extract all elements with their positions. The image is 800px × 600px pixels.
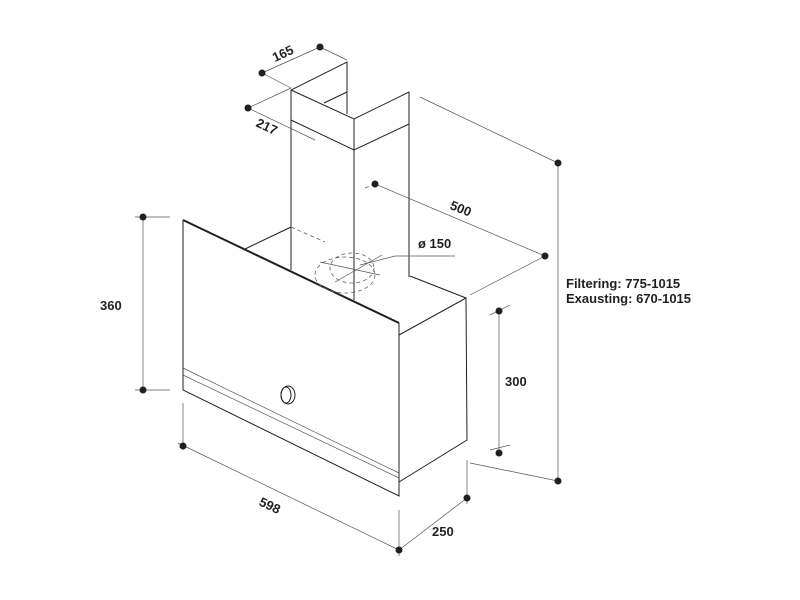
dim-360-label: 360 [100, 298, 122, 313]
outlet-circle [314, 252, 455, 294]
dim-250-label: 250 [432, 524, 454, 539]
dimension-lines [135, 46, 559, 556]
chimney [290, 61, 410, 300]
dim-300-label: 300 [505, 374, 527, 389]
front-glass-panel [182, 219, 400, 497]
exhausting-height-label: Exausting: 670-1015 [566, 291, 692, 306]
dim-diameter-label: ø 150 [418, 236, 452, 251]
dimension-dots [139, 43, 562, 554]
filtering-height-label: Filtering: 775-1015 [566, 276, 681, 291]
control-knob [280, 385, 296, 405]
hood-body [244, 226, 468, 483]
